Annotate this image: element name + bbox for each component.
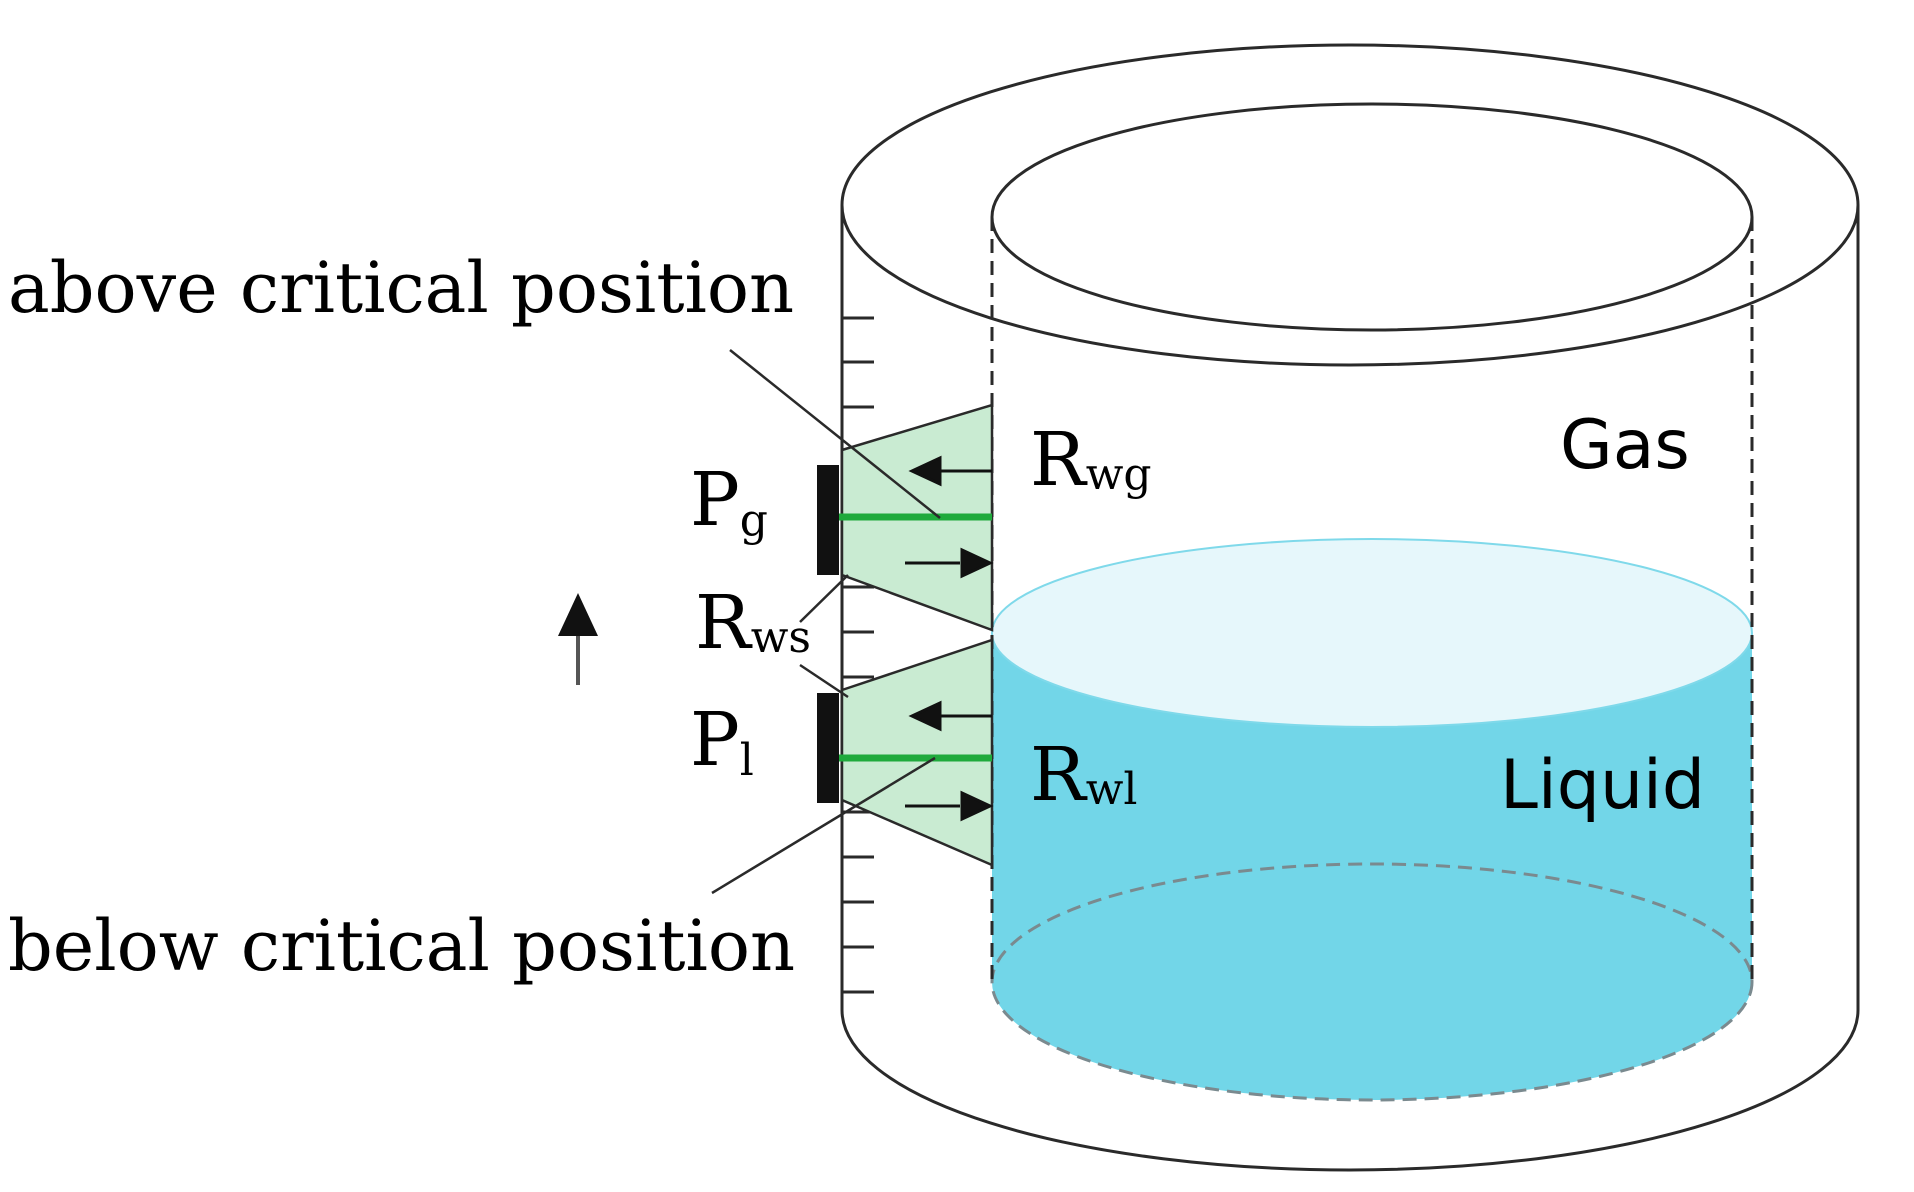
- pl-label: Pl: [690, 697, 754, 786]
- above-critical-label: above critical position: [8, 247, 794, 329]
- below-leader-line: [711, 756, 936, 895]
- rws-main: R: [695, 580, 753, 666]
- above-leader-line: [729, 349, 941, 519]
- arrow-right-gas-head: [960, 547, 994, 579]
- rws-leader-down: [799, 663, 849, 699]
- liquid-wedge: [840, 638, 994, 867]
- probes: [817, 465, 992, 803]
- liquid-fill: [992, 633, 1752, 1100]
- rws-sub: ws: [751, 612, 811, 663]
- arrow-left-gas-head: [908, 455, 942, 487]
- pg-sub: g: [740, 495, 768, 546]
- rwg-sub: wg: [1086, 449, 1152, 500]
- rwl-main: R: [1030, 732, 1088, 818]
- arrow-right-liquid-head: [960, 790, 994, 822]
- inner-bottom-ellipse: [990, 862, 1754, 1102]
- rwg-main: R: [1030, 417, 1088, 503]
- scale-ticks: [842, 316, 874, 994]
- up-arrow-icon: [558, 593, 598, 685]
- leader-lines: [711, 349, 941, 895]
- pl-sub: l: [740, 735, 754, 786]
- inner-vessel: [990, 102, 1754, 332]
- liquid-body: [990, 538, 1754, 1102]
- inner-rim-ellipse: [990, 102, 1754, 332]
- gas-probe-bar: [817, 465, 839, 575]
- rws-label: Rws: [695, 580, 811, 666]
- up-arrow-head: [558, 593, 598, 636]
- wave-arrows: [905, 455, 994, 822]
- rwl-sub: wl: [1086, 764, 1138, 815]
- rwl-label: Rwl: [1030, 732, 1137, 818]
- rwg-label: Rwg: [1030, 417, 1152, 503]
- liquid-surface: [991, 538, 1753, 728]
- pg-main: P: [690, 457, 740, 543]
- rws-leader-up: [799, 574, 849, 623]
- outer-vessel: [840, 43, 1860, 1172]
- gas-label: Gas: [1560, 406, 1690, 485]
- liquid-probe-bar: [817, 693, 839, 803]
- liquid-label: Liquid: [1500, 746, 1705, 825]
- below-critical-label: below critical position: [8, 905, 795, 987]
- pg-label: Pg: [690, 457, 768, 546]
- outer-bottom-curve: [840, 1009, 1860, 1172]
- pl-main: P: [690, 697, 740, 783]
- arrow-left-liquid-head: [908, 700, 942, 732]
